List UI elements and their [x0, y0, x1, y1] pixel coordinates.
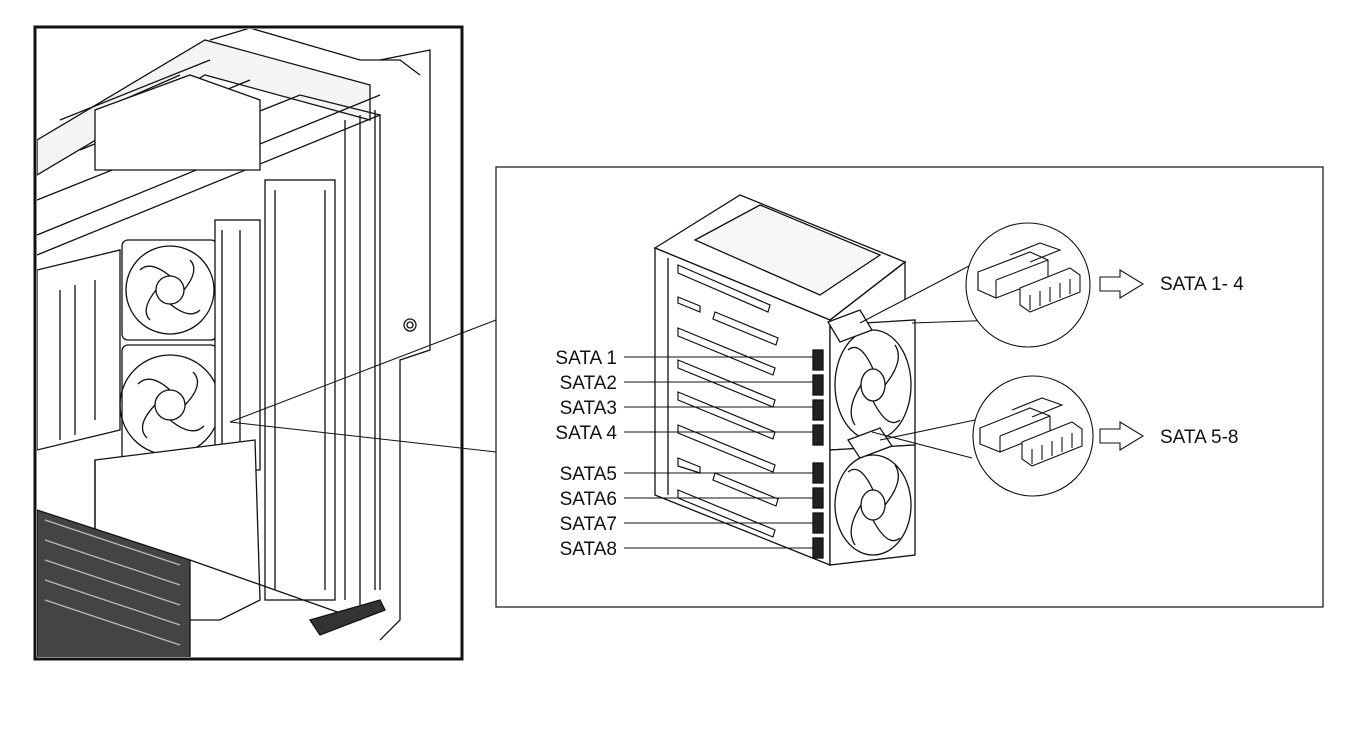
zoom-lines: [229, 319, 497, 453]
fan-upper: [121, 239, 218, 341]
callout-upper-label: SATA 1- 4: [1160, 274, 1244, 295]
sata-label-7: SATA7: [560, 514, 617, 535]
sata-label-4: SATA 4: [555, 423, 617, 444]
case-interior-illustration: [33, 25, 464, 661]
sata-label-2: SATA2: [560, 373, 617, 394]
callout-upper: [859, 222, 1145, 348]
drive-cage: [653, 194, 916, 566]
sata-label-1: SATA 1: [555, 348, 617, 369]
drive-slots: [677, 264, 779, 538]
cage-fan-lower: [829, 444, 916, 566]
callout-lower-label: SATA 5-8: [1160, 427, 1239, 448]
sata-label-3: SATA3: [560, 398, 617, 419]
sata-label-5: SATA5: [560, 464, 617, 485]
sata-labels: SATA 1 SATA2 SATA3 SATA 4 SATA5 SATA6 SA…: [555, 348, 617, 560]
callout-lower: [871, 375, 1145, 497]
sata-label-6: SATA6: [560, 489, 617, 510]
cage-fan-upper: [829, 319, 916, 451]
leader-lines: [624, 356, 813, 549]
sata-label-8: SATA8: [560, 539, 617, 560]
